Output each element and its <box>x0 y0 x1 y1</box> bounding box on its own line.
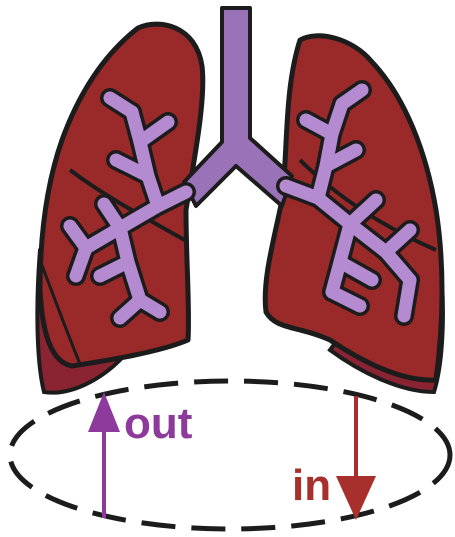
in-arrow: in <box>292 396 376 520</box>
diaphragm-ellipse <box>10 381 450 529</box>
in-label: in <box>292 461 331 510</box>
out-arrow: out <box>88 392 193 518</box>
out-label: out <box>124 399 193 448</box>
left-lung <box>37 24 202 393</box>
arrow-up-head <box>88 392 120 432</box>
